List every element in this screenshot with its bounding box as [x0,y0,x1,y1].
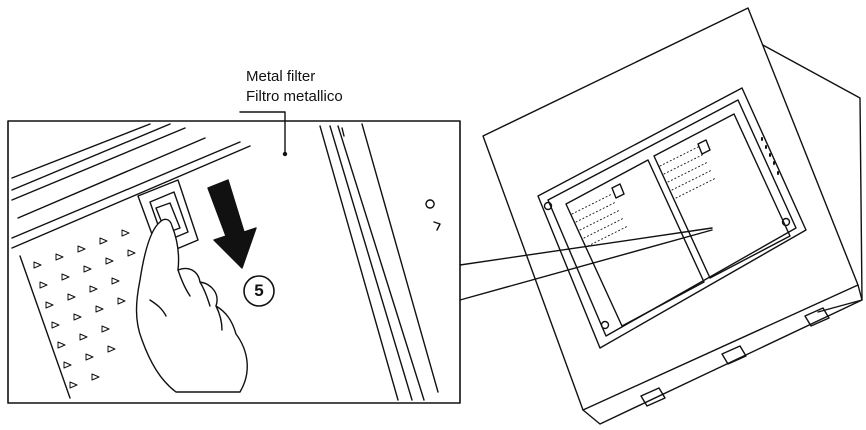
control-panel-marks [761,137,779,175]
filter-frame-outer [537,87,807,349]
magnification-lines [459,227,713,301]
filter-panel-left [565,159,705,327]
hood-back-side [749,37,863,313]
overview-perforation [571,145,717,247]
label-leader-line [239,111,286,155]
callout-label-english: Metal filter [246,68,316,85]
cabinet-edge-lines [319,123,439,401]
hood-overview [459,7,863,425]
inset-small-marks [341,127,441,231]
filter-perforation [33,229,136,389]
step-number-badge [243,275,275,307]
step-number: 5 [254,281,264,300]
hood-edge-lines [11,123,251,249]
screw [781,217,791,227]
hand-icon [135,218,248,393]
filter-frame-inner [547,99,797,337]
detail-inset [7,111,461,404]
screw [543,201,553,211]
overview-handle [611,139,711,199]
screw [600,320,610,330]
filter-panel-right [653,113,791,279]
hood-foot [640,307,830,407]
filter-panel-edge [19,255,71,399]
arrow-down-left-icon [207,179,257,269]
callout-label-italian: Filtro metallico [246,88,343,105]
